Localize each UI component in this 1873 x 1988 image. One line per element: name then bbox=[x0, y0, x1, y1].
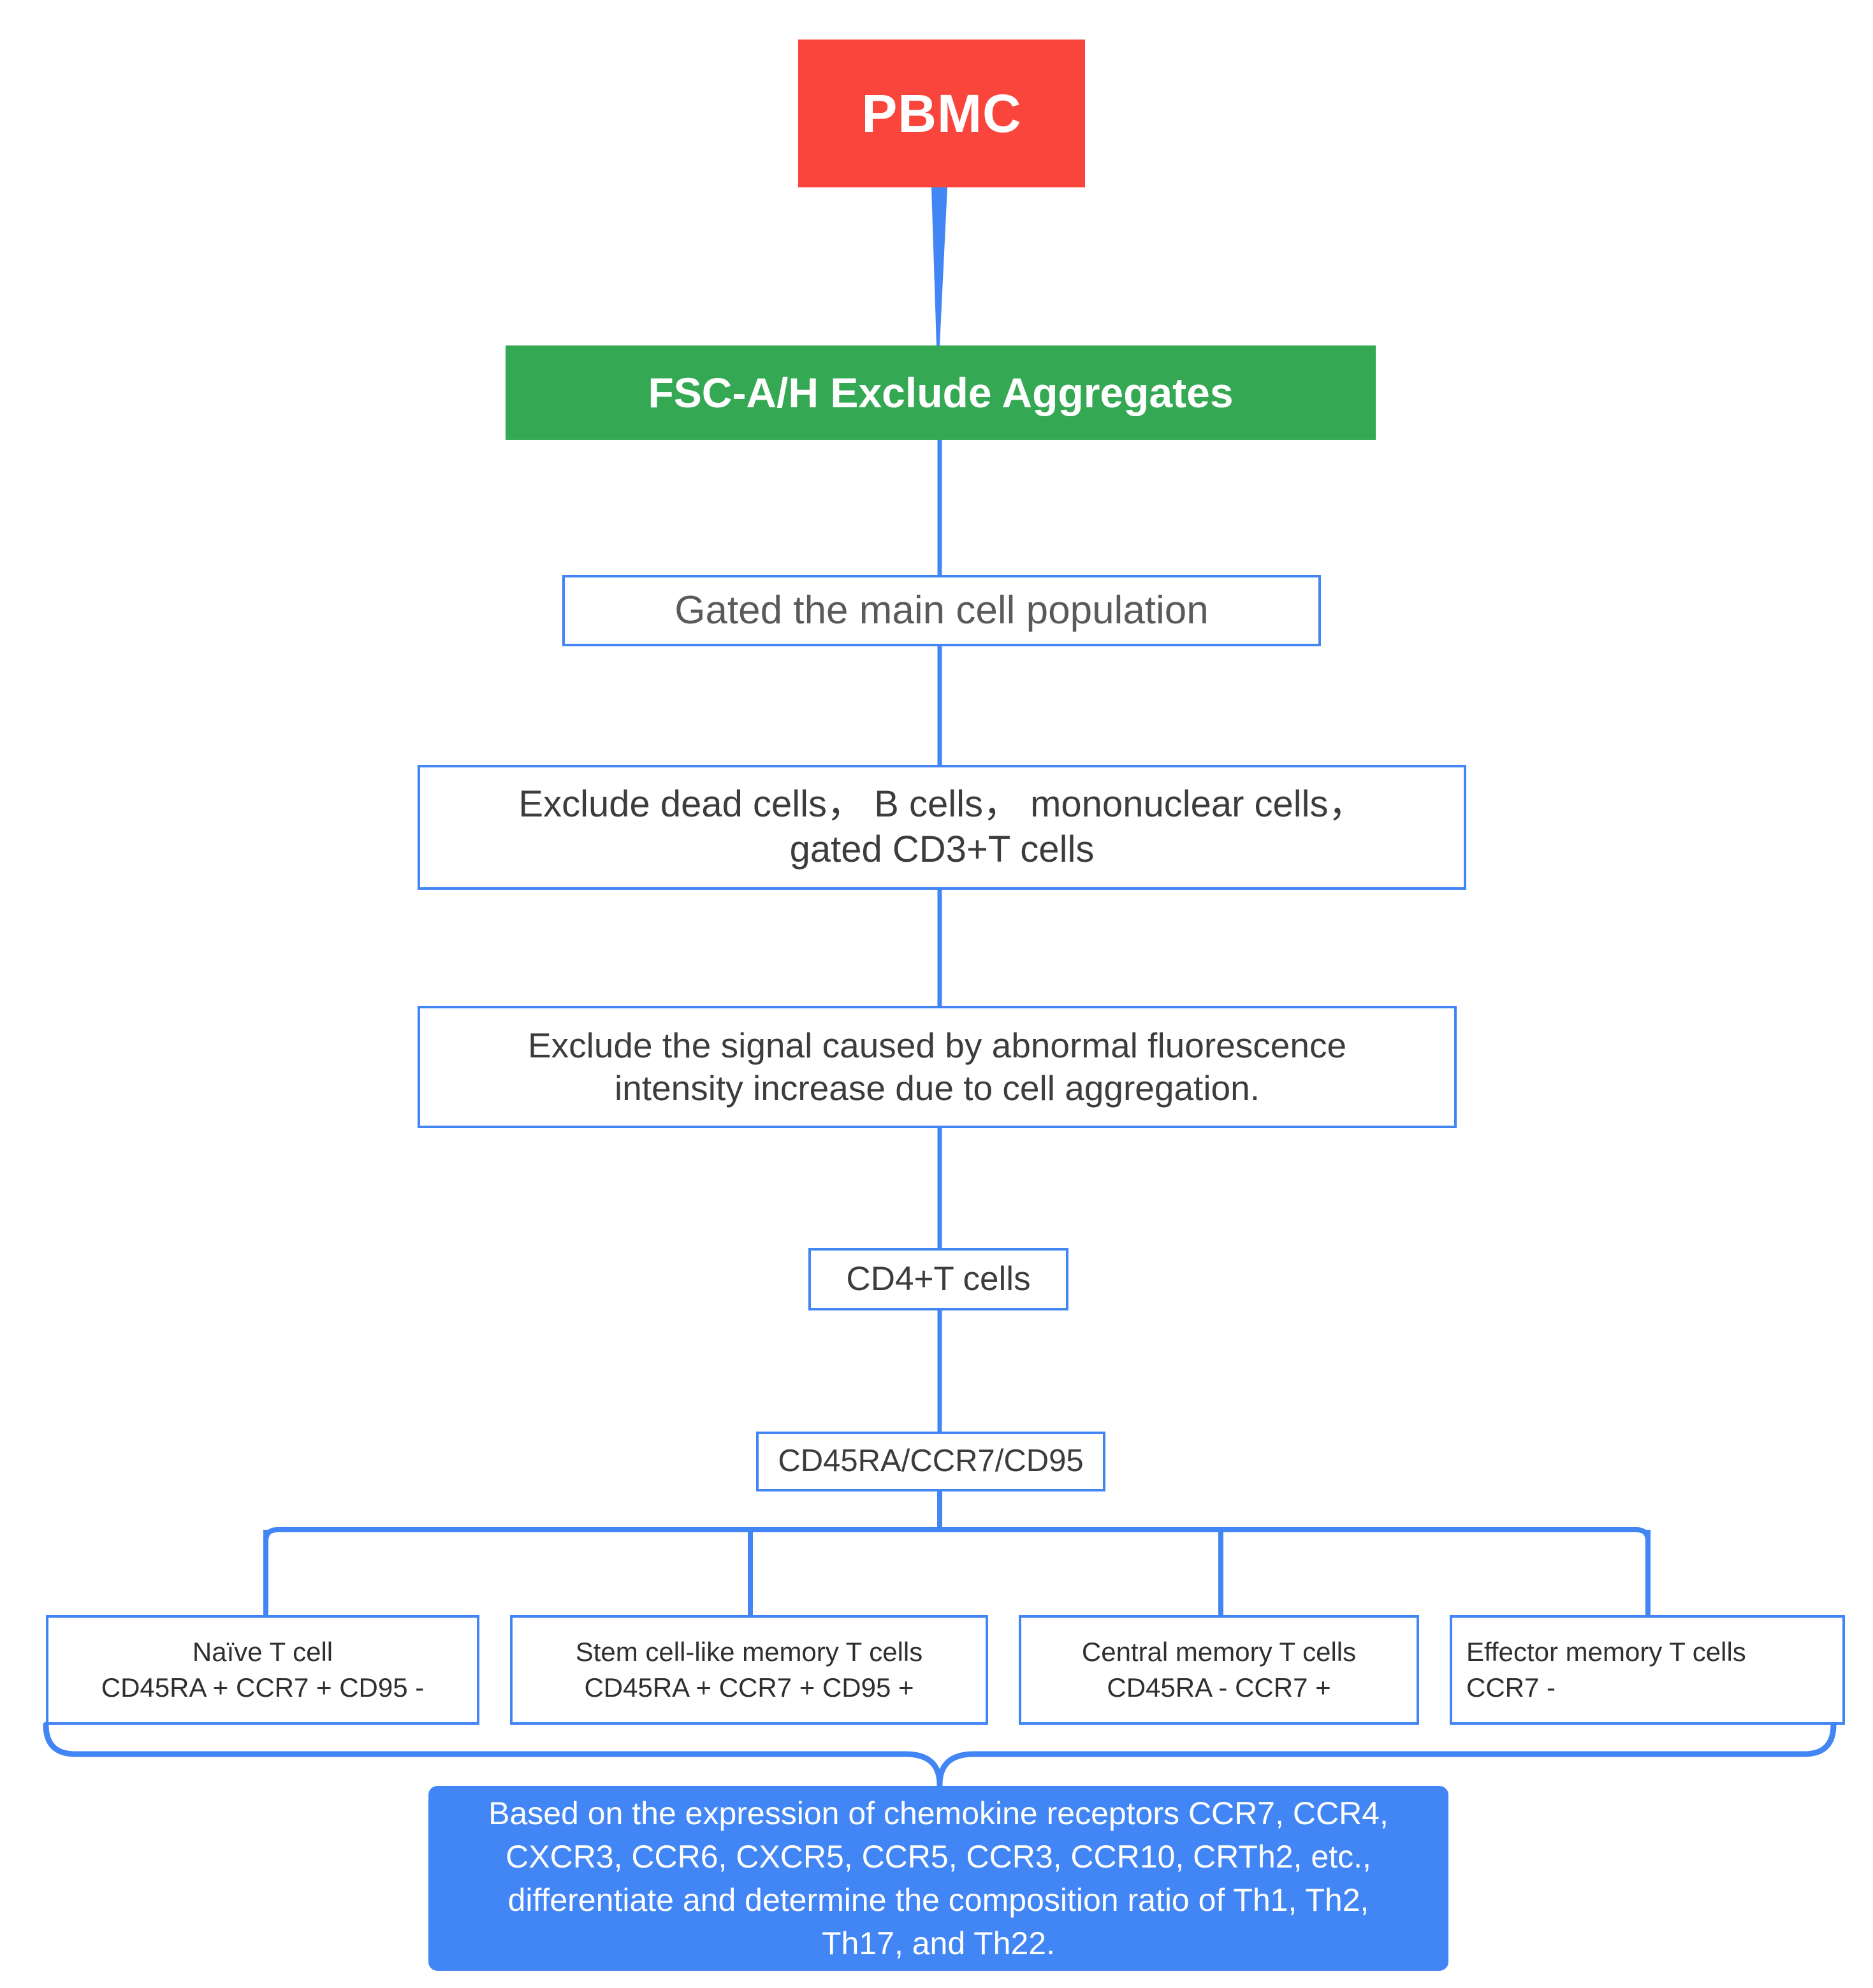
node-effector-memory-t-cells[interactable]: Effector memory T cells CCR7 - bbox=[1450, 1615, 1845, 1725]
node-fsc-exclude-aggregates[interactable]: FSC-A/H Exclude Aggregates bbox=[506, 345, 1376, 440]
node-markers-label: CD45RA/CCR7/CD95 bbox=[778, 1444, 1084, 1479]
node-effector-phenotype: CCR7 - bbox=[1466, 1672, 1556, 1702]
node-exclude-cells-line1: Exclude dead cells， B cells， mononuclear… bbox=[518, 783, 1366, 825]
node-central-phenotype: CD45RA - CCR7 + bbox=[1107, 1672, 1331, 1702]
connector-brace-to-conclusion bbox=[43, 1722, 1837, 1785]
node-stemcell-phenotype: CD45RA + CCR7 + CD95 + bbox=[584, 1672, 914, 1702]
node-cd4-label: CD4+T cells bbox=[846, 1259, 1031, 1298]
node-pbmc-label: PBMC bbox=[861, 83, 1022, 143]
node-gated-main-population[interactable]: Gated the main cell population bbox=[562, 575, 1321, 646]
node-exclude-cells-line2: gated CD3+T cells bbox=[789, 829, 1095, 870]
node-exclude-abnormal-signal[interactable]: Exclude the signal caused by abnormal fl… bbox=[418, 1006, 1457, 1128]
node-effector-text: Effector memory T cells CCR7 - bbox=[1452, 1634, 1842, 1706]
node-naive-t-cell[interactable]: Naïve T cell CD45RA + CCR7 + CD95 - bbox=[46, 1615, 479, 1725]
node-naive-name: Naïve T cell bbox=[192, 1636, 333, 1667]
node-gated-label: Gated the main cell population bbox=[674, 588, 1209, 633]
node-fsc-label: FSC-A/H Exclude Aggregates bbox=[648, 368, 1234, 416]
connector-pbmc-to-fsc bbox=[931, 187, 947, 345]
connector-split-bus bbox=[263, 1527, 1651, 1572]
node-naive-text: Naïve T cell CD45RA + CCR7 + CD95 - bbox=[48, 1634, 477, 1706]
node-pbmc[interactable]: PBMC bbox=[798, 40, 1085, 187]
node-central-memory-t-cells[interactable]: Central memory T cells CD45RA - CCR7 + bbox=[1019, 1615, 1419, 1725]
node-conclusion-line2: CXCR3, CCR6, CXCR5, CCR5, CCR3, CCR10, C… bbox=[506, 1839, 1371, 1875]
node-conclusion-th-subsets[interactable]: Based on the expression of chemokine rec… bbox=[428, 1786, 1448, 1971]
node-stemcell-name: Stem cell-like memory T cells bbox=[575, 1636, 923, 1667]
node-exclude-cells-text: Exclude dead cells， B cells， mononuclear… bbox=[420, 782, 1464, 873]
node-exclude-signal-line2: intensity increase due to cell aggregati… bbox=[614, 1068, 1260, 1108]
node-conclusion-text: Based on the expression of chemokine rec… bbox=[428, 1792, 1448, 1965]
node-effector-name: Effector memory T cells bbox=[1466, 1636, 1746, 1667]
node-conclusion-line4: Th17, and Th22. bbox=[821, 1926, 1055, 1961]
node-exclude-signal-line1: Exclude the signal caused by abnormal fl… bbox=[527, 1025, 1347, 1065]
node-central-text: Central memory T cells CD45RA - CCR7 + bbox=[1021, 1634, 1417, 1706]
node-central-name: Central memory T cells bbox=[1081, 1636, 1357, 1667]
node-exclude-signal-text: Exclude the signal caused by abnormal fl… bbox=[420, 1024, 1454, 1110]
node-conclusion-line1: Based on the expression of chemokine rec… bbox=[488, 1796, 1388, 1831]
node-stemcell-text: Stem cell-like memory T cells CD45RA + C… bbox=[513, 1634, 986, 1706]
node-stem-cell-like-memory-t-cells[interactable]: Stem cell-like memory T cells CD45RA + C… bbox=[510, 1615, 988, 1725]
node-cd4-t-cells[interactable]: CD4+T cells bbox=[808, 1248, 1068, 1310]
node-exclude-dead-b-mononuclear[interactable]: Exclude dead cells， B cells， mononuclear… bbox=[418, 765, 1466, 890]
node-conclusion-line3: differentiate and determine the composit… bbox=[507, 1882, 1369, 1918]
node-naive-phenotype: CD45RA + CCR7 + CD95 - bbox=[101, 1672, 425, 1702]
node-cd45ra-ccr7-cd95[interactable]: CD45RA/CCR7/CD95 bbox=[756, 1432, 1105, 1491]
